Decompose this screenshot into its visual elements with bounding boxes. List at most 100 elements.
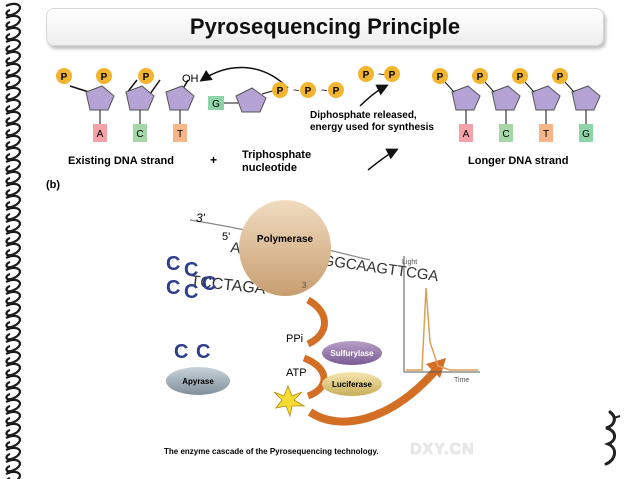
- spiral-coil: [5, 62, 22, 77]
- spiral-coil: [5, 314, 22, 329]
- spiral-coil: [5, 326, 22, 341]
- incoming-base-label: G: [212, 99, 220, 110]
- spiral-coil: [5, 470, 22, 479]
- panel-letter: (b): [46, 179, 60, 191]
- spiral-coil: [5, 434, 22, 449]
- apyrase-label: Apyrase: [182, 377, 214, 386]
- svg-text:T: T: [543, 129, 549, 140]
- release-arrow: [359, 84, 389, 107]
- spiral-coil: [5, 86, 22, 101]
- svg-text:P: P: [363, 70, 370, 81]
- svg-text:P: P: [517, 72, 524, 83]
- svg-text:P: P: [477, 72, 484, 83]
- svg-text:C: C: [166, 277, 180, 299]
- base-T: T: [173, 124, 187, 142]
- slide-title: Pyrosequencing Principle: [189, 14, 461, 39]
- svg-text:~: ~: [293, 85, 299, 97]
- spiral-coil: [5, 458, 22, 473]
- spiral-coil: [5, 290, 22, 305]
- phosphate: P: [512, 68, 528, 84]
- svg-text:P: P: [143, 72, 150, 83]
- base-T: T: [539, 124, 553, 142]
- released-text-line2: energy used for synthesis: [310, 122, 434, 133]
- phosphate: P: [300, 82, 316, 98]
- svg-text:C: C: [202, 273, 216, 295]
- base-G: G: [579, 124, 593, 142]
- sugar: [85, 85, 115, 111]
- diphosphate: P ~ P: [358, 66, 400, 82]
- sugar: [571, 85, 601, 111]
- svg-text:P: P: [101, 72, 108, 83]
- base-A: A: [93, 124, 107, 142]
- light-peak-curve: [406, 287, 478, 371]
- base-C: C: [133, 124, 147, 142]
- spiral-coil: [5, 218, 22, 233]
- svg-text:A: A: [463, 129, 470, 140]
- sugar: [235, 87, 267, 113]
- spiral-coil: [5, 38, 22, 53]
- spiral-coil: [5, 26, 22, 41]
- svg-text:~: ~: [321, 85, 327, 97]
- phosphate: P: [96, 68, 112, 84]
- spiral-coil: [5, 422, 22, 437]
- spiral-coil: [5, 134, 22, 149]
- svg-text:C: C: [136, 129, 143, 140]
- svg-text:C: C: [166, 253, 180, 275]
- svg-text:A: A: [97, 129, 104, 140]
- spiral-coil: [5, 182, 22, 197]
- svg-text:~: ~: [378, 69, 384, 81]
- svg-text:P: P: [277, 86, 284, 97]
- synthesis-arrow: [367, 148, 399, 171]
- svg-text:C: C: [174, 341, 188, 363]
- base-A: A: [459, 124, 473, 142]
- svg-text:C: C: [196, 341, 210, 363]
- polymerase: [239, 200, 331, 296]
- phosphate: P: [432, 68, 448, 84]
- phosphate: P: [56, 68, 72, 84]
- ornament-icon: [603, 410, 621, 466]
- svg-text:T: T: [177, 129, 183, 140]
- svg-text:C: C: [502, 129, 509, 140]
- hydroxyl-label: OH: [182, 73, 199, 85]
- sulfurylase-label: Sulfurylase: [330, 349, 374, 358]
- svg-text:P: P: [333, 86, 340, 97]
- phosphate: P: [552, 68, 568, 84]
- phosphate: P: [138, 68, 154, 84]
- free-nucleotides: C C C C C C C: [166, 253, 216, 363]
- sugar: [125, 85, 155, 111]
- phosphate: P: [328, 82, 344, 98]
- svg-text:P: P: [437, 72, 444, 83]
- spiral-coil: [5, 350, 22, 365]
- spiral-coil: [5, 2, 22, 17]
- spiral-coil: [5, 110, 22, 125]
- spiral-coil: [5, 242, 22, 257]
- pyrosequencing-diagram: P P P OH A C T: [46, 66, 601, 456]
- spiral-coil: [5, 14, 22, 29]
- light-axis-label: Light: [402, 259, 417, 266]
- triphosphate-label-line1: Triphosphate: [242, 149, 311, 161]
- phosphate: P: [272, 82, 288, 98]
- slide-title-box: Pyrosequencing Principle: [46, 8, 604, 46]
- svg-text:P: P: [61, 72, 68, 83]
- time-axis-label: Time: [454, 377, 469, 384]
- longer-strand-label: Longer DNA strand: [468, 155, 568, 167]
- three-prime-label: 3': [196, 211, 206, 225]
- spiral-coil: [5, 146, 22, 161]
- polymerase-label: Polymerase: [257, 234, 314, 245]
- plus-sign: +: [210, 153, 217, 167]
- base-C: C: [499, 124, 513, 142]
- watermark: DXY.CN: [410, 441, 475, 458]
- spiral-coil: [5, 338, 22, 353]
- svg-text:P: P: [305, 86, 312, 97]
- existing-strand: P P P OH A C T: [56, 68, 199, 142]
- spiral-coil: [5, 386, 22, 401]
- svg-text:P: P: [557, 72, 564, 83]
- spiral-coil: [5, 254, 22, 269]
- spiral-coil: [5, 122, 22, 137]
- spiral-coil: [5, 398, 22, 413]
- figure-caption: The enzyme cascade of the Pyrosequencing…: [164, 447, 379, 456]
- polymerase-three: 3: [302, 281, 307, 290]
- apyrase: [166, 367, 230, 395]
- phosphate: P: [472, 68, 488, 84]
- spiral-coil: [5, 410, 22, 425]
